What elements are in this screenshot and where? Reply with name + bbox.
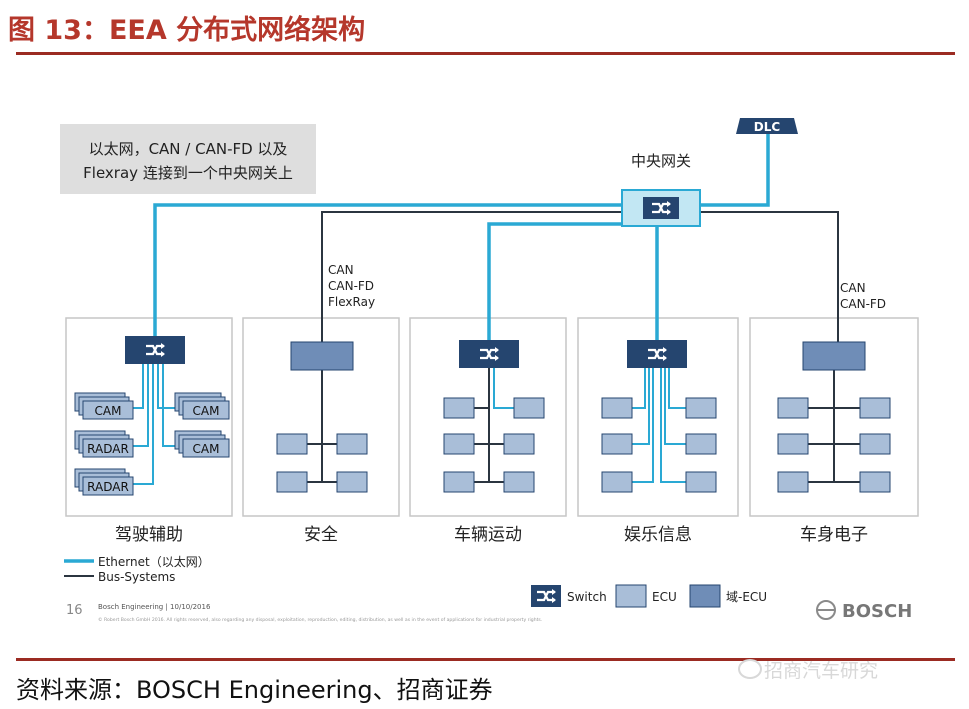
safety-bus-label-2: CAN-FD [328, 279, 374, 293]
radar-sensor-1: RADAR [87, 442, 129, 456]
bosch-brand: BOSCH [842, 601, 912, 622]
legend-ethernet-label: Ethernet（以太网） [98, 554, 210, 569]
motion-bus [474, 368, 504, 483]
motion-ethernet-link [493, 368, 514, 409]
figure-title: 图 13：EEA 分布式网络架构 [8, 15, 366, 46]
safety-bus [307, 370, 337, 483]
domain-label-body: 车身电子 [800, 525, 868, 545]
dlc-connector [736, 118, 798, 134]
legend-switch-label: Switch [567, 590, 607, 604]
ethernet-trunks [153, 134, 770, 340]
cam-sensor-2: CAM [193, 404, 220, 418]
bus-trunks [321, 211, 839, 342]
callout-line-1: 以太网，CAN / CAN-FD 以及 [89, 140, 288, 158]
adas-sensor-front [82, 400, 230, 496]
cam-sensor-1: CAM [95, 404, 122, 418]
body-bus-label-1: CAN [840, 281, 866, 295]
infotainment-links [632, 368, 686, 483]
title-rule [16, 52, 955, 55]
gateway-label: 中央网关 [631, 152, 691, 170]
domain-label-adas: 驾驶辅助 [115, 525, 183, 545]
dlc-label: DLC [754, 120, 781, 134]
safety-bus-label-1: CAN [328, 263, 354, 277]
infotainment-ecus [601, 397, 717, 493]
motion-ecus [443, 397, 545, 493]
source-note: 资料来源：BOSCH Engineering、招商证券 [16, 676, 493, 704]
domain-label-safety: 安全 [304, 525, 338, 545]
callout-line-2: Flexray 连接到一个中央网关上 [83, 164, 293, 182]
legend-domain-ecu-swatch [689, 584, 721, 608]
slide-page-number: 16 [66, 603, 83, 618]
watermark: 招商汽车研究 [764, 660, 879, 682]
slide-copyright: © Robert Bosch GmbH 2016. All rights res… [98, 616, 542, 623]
safety-domain-ecu [290, 341, 354, 371]
safety-ecus [276, 433, 368, 493]
bottom-rule [16, 658, 955, 661]
legend-domain-ecu-label: 域-ECU [726, 590, 767, 604]
body-bus [808, 370, 860, 483]
wechat-watermark-icon [738, 659, 762, 679]
body-domain-ecu [802, 341, 866, 371]
legend-bus-label: Bus-Systems [98, 570, 175, 584]
legend-ecu-label: ECU [652, 590, 677, 604]
body-bus-label-2: CAN-FD [840, 297, 886, 311]
slide-credit: Bosch Engineering | 10/10/2016 [98, 603, 211, 611]
legend-ecu-swatch [615, 584, 647, 608]
cam-sensor-3: CAM [193, 442, 220, 456]
radar-sensor-2: RADAR [87, 480, 129, 494]
safety-bus-label-3: FlexRay [328, 295, 375, 309]
domain-label-infotainment: 娱乐信息 [624, 525, 692, 545]
domain-label-motion: 车辆运动 [454, 525, 522, 545]
body-ecus [777, 397, 891, 493]
callout-box [60, 124, 316, 194]
